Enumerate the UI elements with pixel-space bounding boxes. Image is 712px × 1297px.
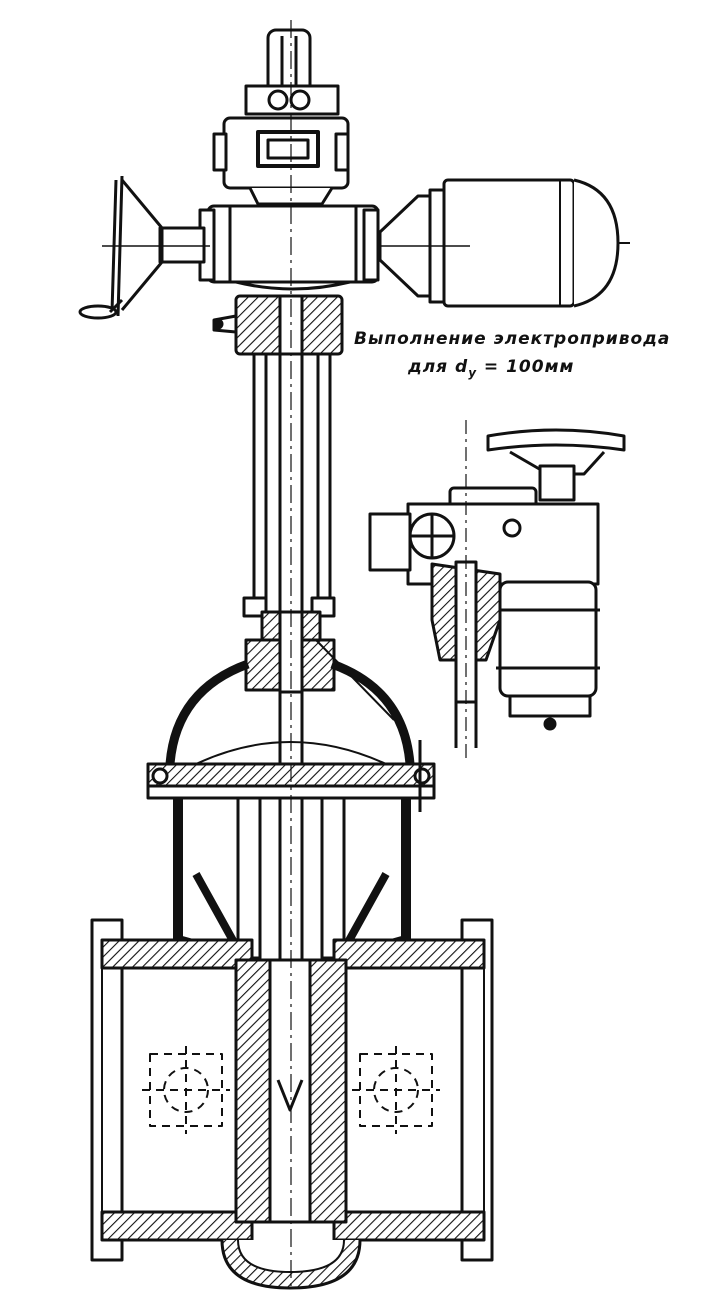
caption-line-2-subscript: y [468, 366, 478, 380]
valve-body [90, 796, 494, 1290]
bolt-hole-left [142, 1046, 230, 1134]
upper-stem-nut [212, 294, 344, 356]
caption-line-2-prefix: для d [408, 357, 469, 377]
electric-motor [378, 178, 630, 308]
gearbox-housing [158, 204, 380, 291]
handwheel [78, 175, 210, 320]
bolt-hole-right [352, 1046, 440, 1134]
caption-line-1: Выполнение электропривода [330, 326, 712, 352]
gland-packing [242, 596, 336, 694]
actuator-head [212, 84, 350, 206]
top-stem-cap [266, 28, 312, 102]
caption-line-2: для dy = 100мм [330, 354, 712, 381]
caption-line-2-suffix: = 100мм [477, 357, 575, 377]
bonnet-dome [165, 639, 415, 765]
alt-actuator-dn100 [368, 420, 626, 760]
caption-line-1-text: Выполнение электропривода [354, 329, 671, 349]
